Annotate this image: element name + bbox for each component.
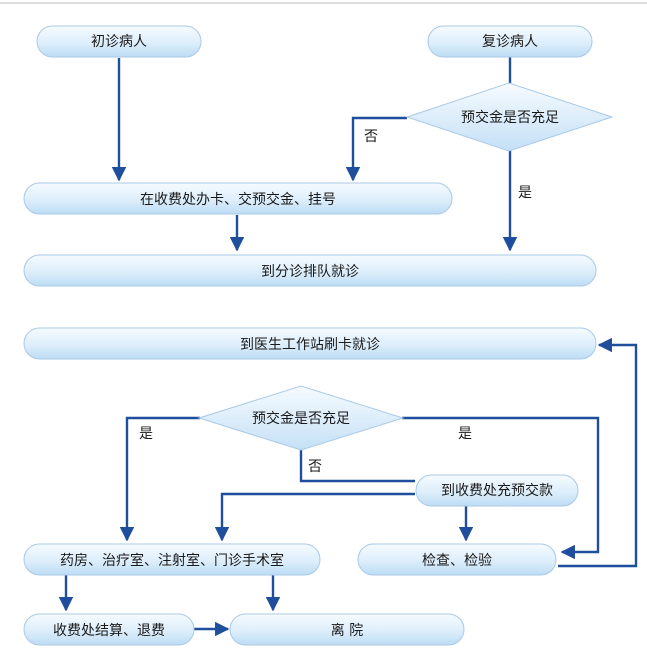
node-settle: 收费处结算、退费: [23, 613, 195, 646]
edge-check2-yes-left: [119, 416, 200, 542]
node-top-up: 到收费处充预交款: [415, 474, 579, 507]
node-return-visit-label: 复诊病人: [482, 33, 538, 50]
node-register-label: 在收费处办卡、交预交金、挂号: [140, 191, 336, 208]
edge-check2-no: [299, 450, 415, 483]
node-first-visit: 初诊病人: [36, 25, 202, 58]
node-pharmacy: 药房、治疗室、注射室、门诊手术室: [23, 543, 321, 576]
edge-check1-no: [345, 116, 407, 182]
edge-exam-to-doctor: [558, 337, 638, 568]
node-first-visit-label: 初诊病人: [91, 33, 147, 50]
connectors: [58, 56, 638, 637]
node-register: 在收费处办卡、交预交金、挂号: [23, 182, 453, 215]
node-deposit-check-2-label: 预交金是否充足: [252, 410, 350, 427]
node-exam-label: 检查、检验: [422, 553, 492, 569]
node-pharmacy-label: 药房、治疗室、注射室、门诊手术室: [60, 552, 284, 569]
node-leave: 离 院: [229, 613, 465, 646]
edge-label-no-1: 否: [364, 129, 378, 145]
edge-check2-yes-right: [402, 416, 600, 560]
node-doctor-label: 到医生工作站刷卡就诊: [240, 337, 380, 353]
edge-label-yes-2-right: 是: [458, 426, 472, 442]
node-deposit-check-2: 预交金是否充足: [197, 385, 405, 451]
node-triage: 到分诊排队就诊: [23, 254, 597, 287]
node-return-visit: 复诊病人: [427, 25, 593, 58]
node-triage-label: 到分诊排队就诊: [261, 264, 359, 280]
node-doctor: 到医生工作站刷卡就诊: [23, 327, 597, 360]
edge-topup-to-pharmacy: [214, 492, 415, 542]
edge-label-no-2: 否: [308, 459, 322, 475]
node-deposit-check-1-label: 预交金是否充足: [461, 109, 559, 126]
node-settle-label: 收费处结算、退费: [53, 623, 165, 639]
node-deposit-check-1: 预交金是否充足: [405, 82, 614, 152]
edge-label-yes-1: 是: [518, 185, 532, 201]
edge-label-yes-2-left: 是: [139, 426, 153, 442]
node-leave-label: 离 院: [331, 622, 363, 639]
node-exam: 检查、检验: [357, 543, 557, 576]
node-top-up-label: 到收费处充预交款: [441, 482, 553, 499]
